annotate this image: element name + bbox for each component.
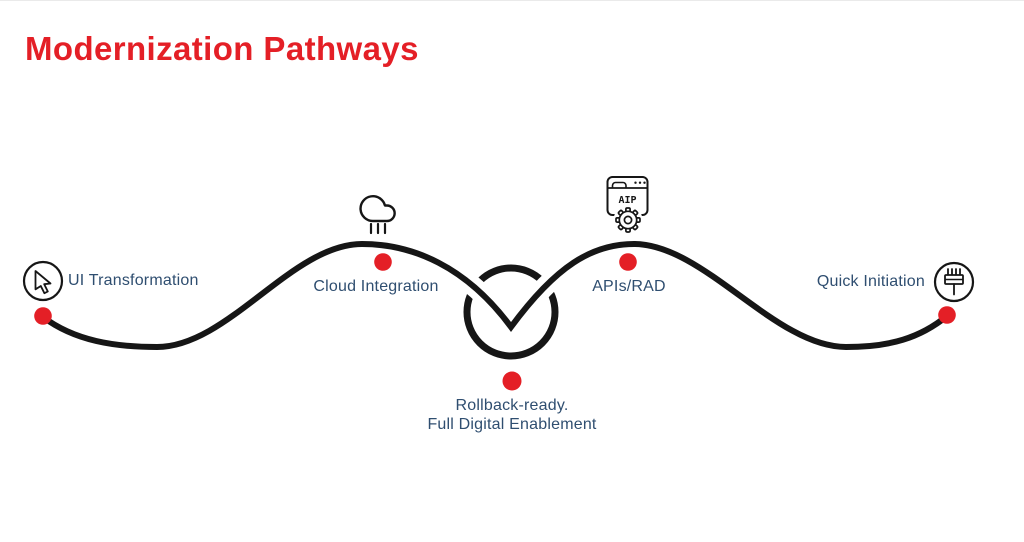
cursor-icon: [22, 260, 64, 302]
wave-line: [40, 240, 950, 351]
browser-dot: [643, 181, 646, 184]
loop-circle-icon: [463, 264, 559, 360]
flag-icon: [933, 261, 975, 303]
browser-dot: [638, 181, 642, 184]
gear-icon: [613, 205, 643, 235]
node-label-rollback-line1: Rollback-ready.: [455, 397, 569, 414]
point-marker-apis-rad: [619, 253, 637, 271]
cloud-icon: [359, 195, 396, 235]
node-label-rollback: Rollback-ready. Full Digital Enablement: [342, 396, 682, 434]
point-marker-rollback: [502, 371, 522, 391]
gear-hole: [623, 215, 633, 225]
browser-tab: [611, 181, 627, 188]
browser-icon-text: AIP: [618, 195, 636, 206]
node-label-quick-initiation: Quick Initiation: [816, 273, 925, 290]
browser-dot: [634, 181, 637, 184]
wave-casing: [33, 233, 957, 358]
node-label-apis-rad: APIs/RAD: [592, 278, 666, 295]
point-marker-quick-initiation: [938, 306, 956, 324]
flag-fringe-lines: [947, 268, 961, 276]
cloud-outline: [359, 195, 396, 223]
node-label-ui-transformation: UI Transformation: [68, 272, 199, 289]
page-title: Modernization Pathways: [25, 30, 419, 67]
top-hairline: [0, 0, 1024, 1]
node-label-rollback-line2: Full Digital Enablement: [427, 416, 597, 433]
browser-gear-icon: AIP: [606, 176, 649, 235]
node-label-cloud-integration: Cloud Integration: [313, 278, 439, 295]
point-marker-cloud-integration: [374, 253, 392, 271]
cloud-stream-lines: [369, 222, 387, 235]
cursor-pointer-glyph: [34, 270, 52, 295]
point-marker-ui-transformation: [34, 307, 52, 325]
